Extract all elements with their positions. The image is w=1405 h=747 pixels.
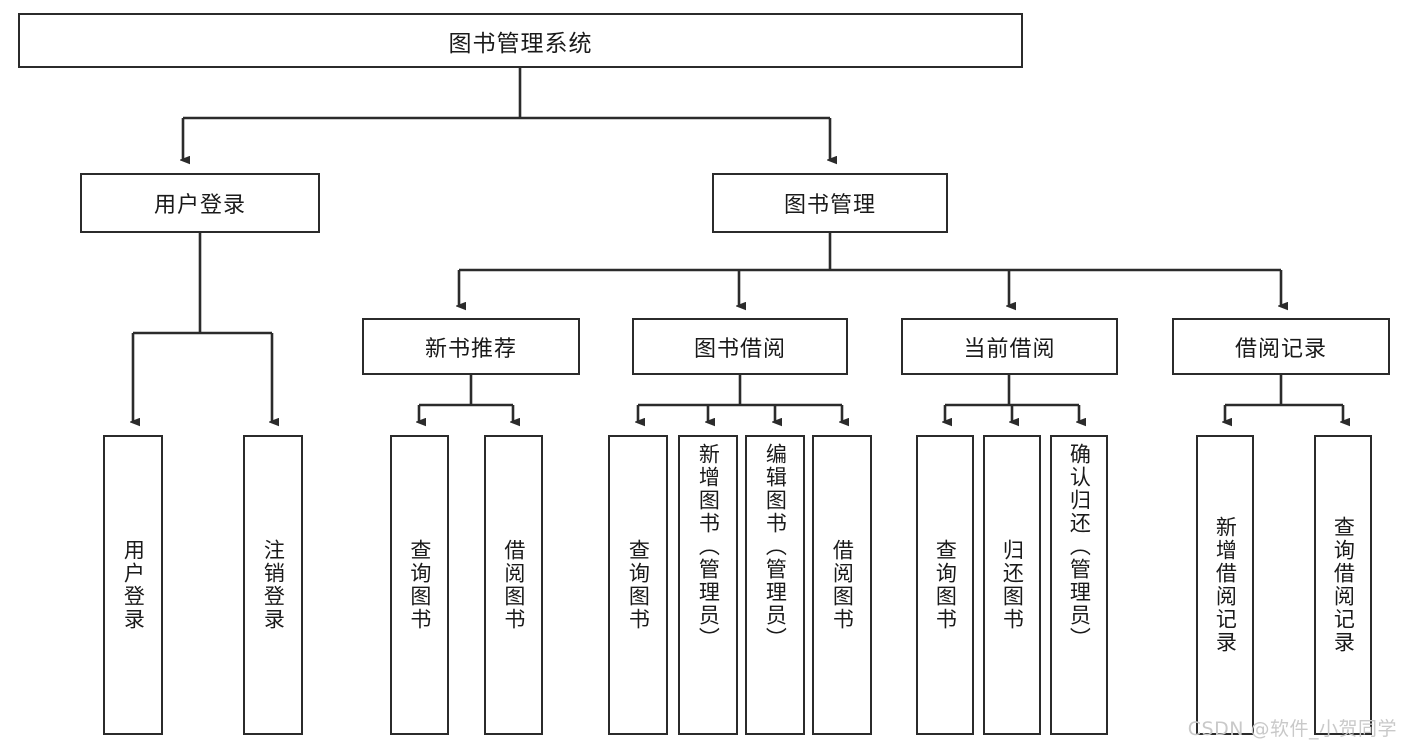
node-current-borrow[interactable]: 当前借阅 [901, 318, 1118, 375]
leaf-borrow-book-recommend[interactable]: 借阅图书 [484, 435, 543, 735]
node-user-login[interactable]: 用户登录 [80, 173, 320, 233]
node-root-label: 图书管理系统 [448, 30, 593, 57]
leaf-edit-book-admin-label: 编辑图书（管理员） [763, 443, 788, 650]
node-borrow-record-label: 借阅记录 [1234, 336, 1327, 362]
leaf-return-book[interactable]: 归还图书 [983, 435, 1041, 735]
leaf-return-book-label: 归还图书 [1000, 539, 1025, 631]
leaf-add-book-admin[interactable]: 新增图书（管理员） [678, 435, 738, 735]
leaf-query-borrow-record[interactable]: 查询借阅记录 [1314, 435, 1372, 735]
leaf-borrow-book-recommend-label: 借阅图书 [501, 539, 526, 631]
node-borrow-record[interactable]: 借阅记录 [1172, 318, 1390, 375]
node-current-borrow-label: 当前借阅 [963, 336, 1056, 362]
node-book-management-label: 图书管理 [783, 193, 876, 218]
leaf-borrow-book[interactable]: 借阅图书 [812, 435, 872, 735]
leaf-logout-login-label: 注销登录 [261, 539, 286, 631]
node-new-book-recommend-label: 新书推荐 [424, 336, 517, 362]
watermark-credit: CSDN @软件_小贺同学 [1187, 718, 1397, 740]
leaf-add-borrow-record-label: 新增借阅记录 [1213, 516, 1238, 654]
leaf-query-book-current-label: 查询图书 [933, 539, 958, 631]
leaf-logout-login[interactable]: 注销登录 [243, 435, 303, 735]
leaf-user-login-label: 用户登录 [121, 539, 146, 631]
leaf-query-book-borrow[interactable]: 查询图书 [608, 435, 668, 735]
leaf-confirm-return-admin[interactable]: 确认归还（管理员） [1050, 435, 1108, 735]
leaf-query-book-current[interactable]: 查询图书 [916, 435, 974, 735]
node-book-management[interactable]: 图书管理 [712, 173, 948, 233]
leaf-query-book-borrow-label: 查询图书 [626, 539, 651, 631]
leaf-confirm-return-admin-label: 确认归还（管理员） [1067, 443, 1092, 650]
leaf-query-borrow-record-label: 查询借阅记录 [1331, 516, 1356, 654]
leaf-add-book-admin-label: 新增图书（管理员） [696, 443, 721, 650]
node-book-borrow[interactable]: 图书借阅 [632, 318, 848, 375]
leaf-query-book-recommend-label: 查询图书 [407, 539, 432, 631]
node-new-book-recommend[interactable]: 新书推荐 [362, 318, 580, 375]
node-book-borrow-label: 图书借阅 [693, 336, 786, 362]
leaf-borrow-book-label: 借阅图书 [830, 539, 855, 631]
leaf-add-borrow-record[interactable]: 新增借阅记录 [1196, 435, 1254, 735]
node-root-system[interactable]: 图书管理系统 [18, 13, 1023, 68]
leaf-edit-book-admin[interactable]: 编辑图书（管理员） [745, 435, 805, 735]
leaf-query-book-recommend[interactable]: 查询图书 [390, 435, 449, 735]
leaf-user-login[interactable]: 用户登录 [103, 435, 163, 735]
node-user-login-label: 用户登录 [153, 193, 246, 218]
